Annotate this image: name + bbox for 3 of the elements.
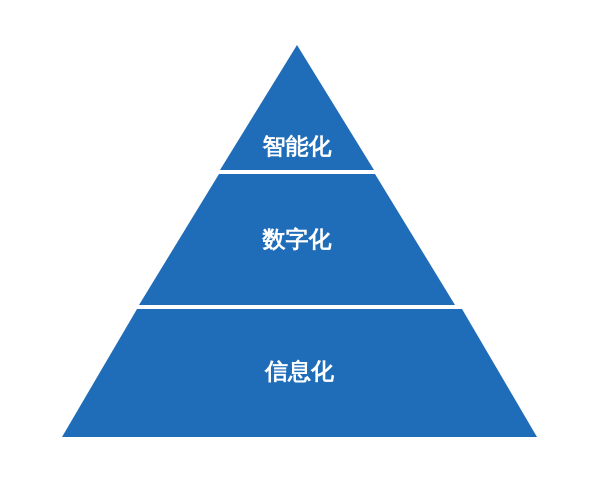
tier-label: 信息化 [265,358,334,387]
tier-label: 数字化 [262,226,332,255]
tier-label: 智能化 [262,133,332,162]
